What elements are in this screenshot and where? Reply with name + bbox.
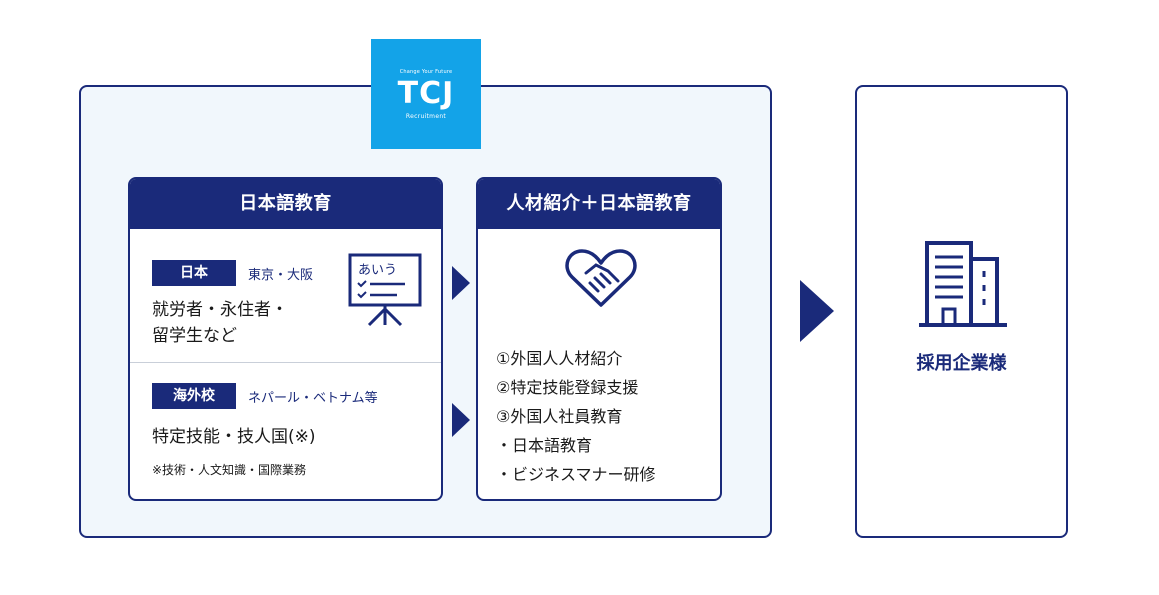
overseas-note: ※技術・人文知識・国際業務 xyxy=(152,463,307,477)
arrow-right-icon xyxy=(452,266,470,300)
japan-badge: 日本 xyxy=(152,260,236,286)
whiteboard-icon: あいう xyxy=(348,253,422,327)
overseas-locations: ネパール・ベトナム等 xyxy=(248,391,378,406)
japan-description-line2: 留学生など xyxy=(152,326,237,346)
japanese-education-title: 日本語教育 xyxy=(130,179,441,229)
logo-subtitle: Recruitment xyxy=(405,113,447,120)
building-icon xyxy=(919,241,1007,327)
logo-brand: TCJ xyxy=(397,76,455,111)
japan-description-line1: 就労者・永住者・ xyxy=(152,300,288,320)
japan-locations: 東京・大阪 xyxy=(248,268,314,283)
hiring-companies-label: 採用企業様 xyxy=(916,353,1007,374)
logo-tagline: Change Your Future xyxy=(399,69,453,75)
arrow-right-icon xyxy=(800,280,834,342)
list-item: ・ビジネスマナー研修 xyxy=(496,465,656,484)
japanese-education-card: 日本語教育 日本 東京・大阪 就労者・永住者・ 留学生など あいう 海外校 ネパ… xyxy=(128,177,443,501)
list-item: ③外国人社員教育 xyxy=(496,407,623,426)
list-item: ・日本語教育 xyxy=(496,436,593,455)
overseas-description: 特定技能・技人国(※) xyxy=(152,427,316,447)
recruitment-education-card: 人材紹介＋日本語教育 ①外国人人材紹介 ②特定技能登録支援 ③外国人社員教育 ・… xyxy=(476,177,722,501)
handshake-heart-icon xyxy=(565,249,637,307)
board-text: あいう xyxy=(358,263,397,278)
overseas-badge: 海外校 xyxy=(152,383,236,409)
tcj-logo: Change Your Future TCJ Recruitment xyxy=(371,39,481,149)
service-list: ①外国人人材紹介 ②特定技能登録支援 ③外国人社員教育 ・日本語教育 ・ビジネス… xyxy=(496,344,656,489)
list-item: ②特定技能登録支援 xyxy=(496,378,639,397)
arrow-right-icon xyxy=(452,403,470,437)
list-item: ①外国人人材紹介 xyxy=(496,349,623,368)
card-divider xyxy=(130,362,441,363)
recruitment-education-title: 人材紹介＋日本語教育 xyxy=(478,179,720,229)
hiring-companies-box: 採用企業様 xyxy=(855,85,1068,538)
